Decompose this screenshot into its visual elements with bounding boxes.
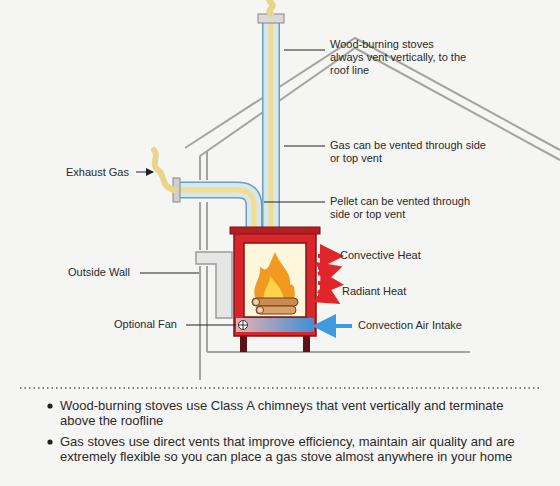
callout-label: Outside Wall bbox=[68, 266, 140, 279]
stove bbox=[230, 227, 320, 352]
heat-label: Convection Air Intake bbox=[358, 319, 498, 332]
heat-label: Radiant Heat bbox=[342, 285, 442, 298]
bullet-dot bbox=[47, 439, 52, 444]
heat-label: Convective Heat bbox=[340, 249, 450, 262]
bullet-dot bbox=[47, 403, 52, 408]
callout-label: Optional Fan bbox=[114, 318, 186, 331]
chimney-pipe bbox=[271, 22, 272, 232]
side-vent-pipe bbox=[180, 190, 254, 232]
callout-label: Exhaust Gas bbox=[66, 166, 136, 179]
bullet-text: Gas stoves use direct vents that improve… bbox=[60, 434, 532, 464]
leader-lines bbox=[136, 50, 325, 325]
exhaust-smoke bbox=[154, 150, 174, 190]
house-outline bbox=[185, 38, 560, 380]
callout-label: Pellet can be vented through side or top… bbox=[330, 195, 490, 221]
chimney-smoke bbox=[269, 0, 272, 14]
callout-label: Gas can be vented through side or top ve… bbox=[330, 139, 490, 165]
dotted-divider bbox=[20, 387, 540, 389]
callout-label: Wood-burning stoves always vent vertical… bbox=[330, 38, 470, 78]
bullet-text: Wood-burning stoves use Class A chimneys… bbox=[60, 398, 532, 428]
intake-pipe bbox=[196, 252, 232, 318]
